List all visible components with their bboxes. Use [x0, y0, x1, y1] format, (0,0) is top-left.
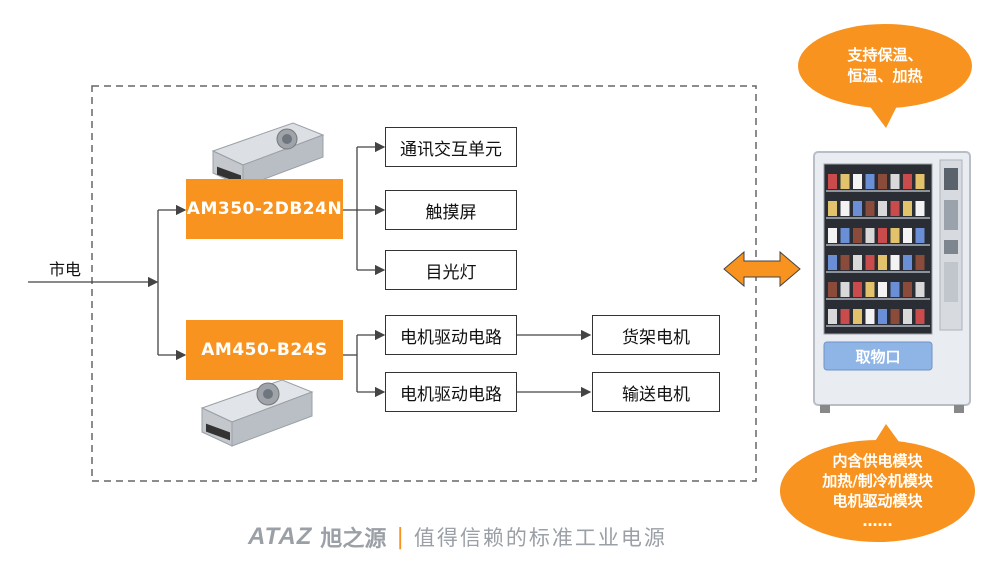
brand-logo: ATAZ — [248, 523, 313, 550]
supply-model: AM450-B24S — [201, 340, 328, 360]
bubble-tail — [868, 104, 898, 128]
supply-am350: AM350-2DB24N — [186, 179, 343, 239]
power-supply-image — [200, 379, 314, 447]
bubble-line: 电机驱动模块 — [832, 492, 923, 510]
pickup-label: 取物口 — [855, 347, 901, 366]
load-box: 触摸屏 — [385, 190, 517, 230]
feature-bubble-top: 支持保温、 恒温、加热 — [798, 24, 972, 108]
system-boundary — [91, 85, 757, 482]
vending-machine-image — [813, 151, 971, 413]
brand-name: 旭之源 — [320, 527, 387, 552]
footer-separator: | — [396, 524, 404, 550]
bubble-line: 加热/制冷机模块 — [822, 472, 933, 490]
brand-slogan: 值得信赖的标准工业电源 — [413, 526, 667, 550]
footer-brand: ATAZ 旭之源 | 值得信赖的标准工业电源 — [248, 522, 667, 552]
bubble-line: 支持保温、 — [847, 46, 923, 64]
bubble-line: 内含供电模块 — [832, 452, 923, 470]
bubble-line: …… — [862, 512, 893, 530]
drive-circuit-box: 电机驱动电路 — [385, 315, 517, 355]
mains-label: 市电 — [49, 260, 82, 279]
supply-model: AM350-2DB24N — [186, 199, 343, 219]
motor-box: 输送电机 — [592, 372, 720, 412]
load-box: 通讯交互单元 — [385, 127, 517, 167]
double-arrow-icon — [723, 250, 801, 288]
drive-circuit-box: 电机驱动电路 — [385, 372, 517, 412]
feature-bubble-bottom: 内含供电模块 加热/制冷机模块 电机驱动模块 …… — [780, 440, 975, 542]
supply-am450: AM450-B24S — [186, 320, 343, 380]
bubble-line: 恒温、加热 — [847, 67, 923, 85]
load-box: 目光灯 — [385, 250, 517, 290]
motor-box: 货架电机 — [592, 315, 720, 355]
